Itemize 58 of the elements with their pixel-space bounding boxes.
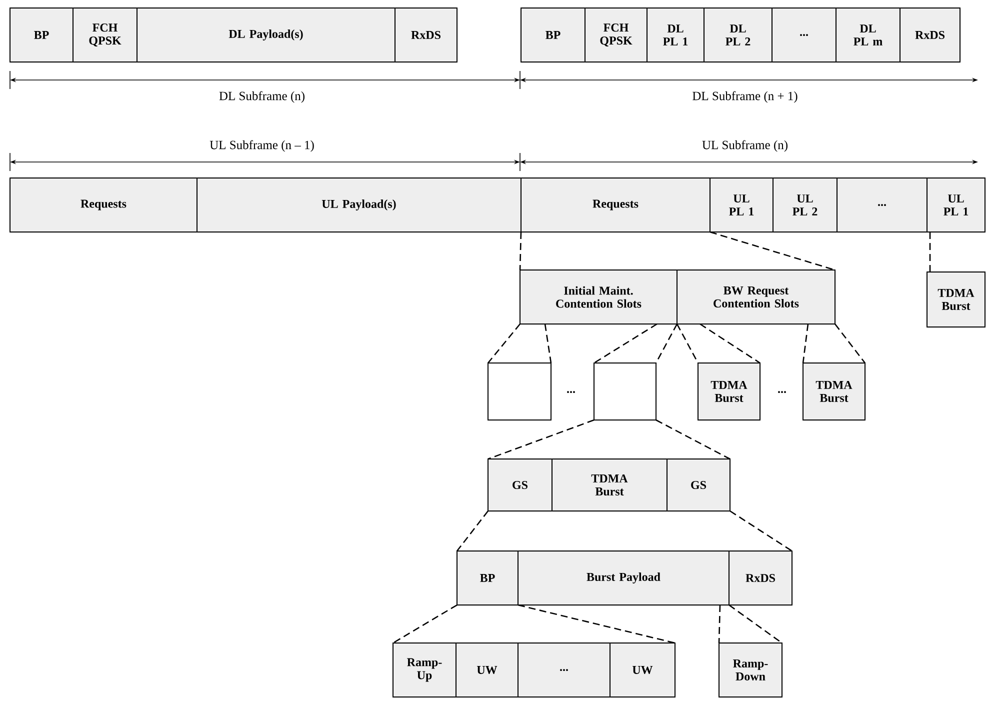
dashed-connector bbox=[488, 324, 520, 364]
empty-slot-box bbox=[488, 362, 552, 420]
dashed-connector bbox=[700, 323, 760, 364]
dashed-connector bbox=[655, 324, 678, 364]
frame-field-box: ... bbox=[518, 642, 610, 698]
dimension-label: UL Subframe (n – 1) bbox=[210, 140, 314, 152]
frame-field-box: DL PL 2 bbox=[704, 8, 772, 62]
frame-field-box: BP bbox=[10, 8, 74, 62]
dashed-connector bbox=[718, 605, 721, 644]
frame-field-box: ... bbox=[772, 8, 836, 62]
dashed-connector bbox=[730, 510, 792, 552]
frame-field-box: BW Request Contention Slots bbox=[676, 270, 836, 324]
dashed-connector bbox=[392, 604, 458, 644]
dashed-connector bbox=[488, 419, 594, 460]
frame-field-box: FCH QPSK bbox=[72, 8, 138, 62]
frame-field-box: FCH QPSK bbox=[584, 8, 648, 62]
empty-slot-box bbox=[594, 362, 656, 420]
frame-field-box: TDMA Burst bbox=[802, 362, 866, 420]
frame-field-box: TDMA Burst bbox=[698, 362, 760, 420]
dimension-label: DL Subframe (n) bbox=[219, 91, 304, 103]
ellipsis: ... bbox=[567, 391, 575, 393]
dimension-label: UL Subframe (n) bbox=[702, 140, 788, 152]
frame-field-box: RxDS bbox=[394, 8, 458, 62]
frame-field-box: RxDS bbox=[728, 550, 792, 606]
dashed-connector bbox=[594, 323, 658, 364]
frame-field-box: Ramp-Down bbox=[718, 642, 782, 698]
dashed-connector bbox=[518, 604, 676, 644]
dashed-connector bbox=[710, 231, 836, 271]
frame-field-box: DL PL 1 bbox=[646, 8, 704, 62]
frame-field-box: DL PL m bbox=[836, 8, 900, 62]
ellipsis: ... bbox=[778, 391, 786, 393]
frame-field-box: UL PL 1 bbox=[710, 178, 774, 232]
dashed-connector bbox=[656, 419, 730, 460]
frame-field-box: Initial Maint. Contention Slots bbox=[520, 270, 678, 324]
dashed-connector bbox=[519, 232, 522, 270]
dashed-connector bbox=[834, 324, 866, 364]
frame-field-box: Ramp-Up bbox=[392, 642, 456, 698]
frame-field-box: BP bbox=[520, 8, 586, 62]
frame-field-box: TDMA Burst bbox=[552, 458, 668, 512]
frame-field-box: GS bbox=[666, 458, 730, 512]
frame-field-box: UL Payload(s) bbox=[196, 178, 522, 232]
frame-field-box: GS bbox=[488, 458, 552, 512]
dashed-connector bbox=[676, 324, 699, 364]
frame-field-box: BP bbox=[456, 550, 518, 606]
dashed-connector bbox=[544, 324, 552, 364]
dashed-connector bbox=[456, 510, 489, 552]
frame-field-box: ... bbox=[836, 178, 928, 232]
dashed-connector bbox=[929, 232, 931, 272]
frame-field-box: RxDS bbox=[900, 8, 960, 62]
frame-field-box: UW bbox=[456, 642, 518, 698]
frame-field-box: UL PL 2 bbox=[772, 178, 838, 232]
frame-field-box: TDMA Burst bbox=[926, 272, 986, 328]
frame-field-box: UW bbox=[610, 642, 676, 698]
frame-field-box: UL PL 1 bbox=[926, 178, 986, 232]
dashed-connector bbox=[802, 324, 809, 364]
frame-field-box: Requests bbox=[10, 178, 198, 232]
dimension-label: DL Subframe (n + 1) bbox=[692, 91, 798, 103]
dashed-connector bbox=[728, 604, 782, 644]
